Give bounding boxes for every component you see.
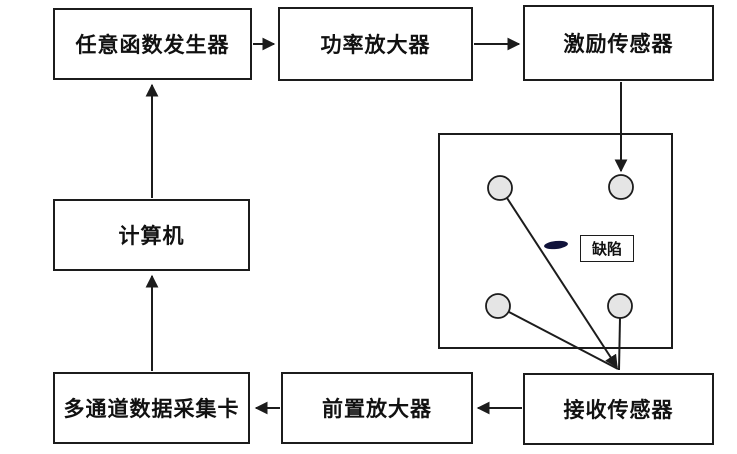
node-preamplifier-label: 前置放大器 bbox=[322, 398, 432, 421]
node-function-generator-label: 任意函数发生器 bbox=[75, 34, 230, 57]
node-daq-card: 多通道数据采集卡 bbox=[53, 372, 250, 444]
defect-label-text: 缺陷 bbox=[591, 241, 622, 258]
node-function-generator: 任意函数发生器 bbox=[53, 8, 252, 80]
node-power-amplifier-label: 功率放大器 bbox=[320, 34, 431, 57]
node-excitation-sensor-label: 激励传感器 bbox=[563, 33, 674, 56]
specimen-plate bbox=[438, 133, 673, 349]
node-computer: 计算机 bbox=[53, 199, 250, 271]
node-receiving-sensor: 接收传感器 bbox=[523, 373, 714, 445]
node-excitation-sensor: 激励传感器 bbox=[523, 5, 714, 81]
node-receiving-sensor-label: 接收传感器 bbox=[563, 399, 674, 422]
node-daq-card-label: 多通道数据采集卡 bbox=[63, 398, 240, 421]
defect-label-box: 缺陷 bbox=[580, 235, 634, 262]
node-power-amplifier: 功率放大器 bbox=[278, 7, 473, 81]
node-preamplifier: 前置放大器 bbox=[281, 372, 473, 444]
node-computer-label: 计算机 bbox=[118, 225, 185, 248]
